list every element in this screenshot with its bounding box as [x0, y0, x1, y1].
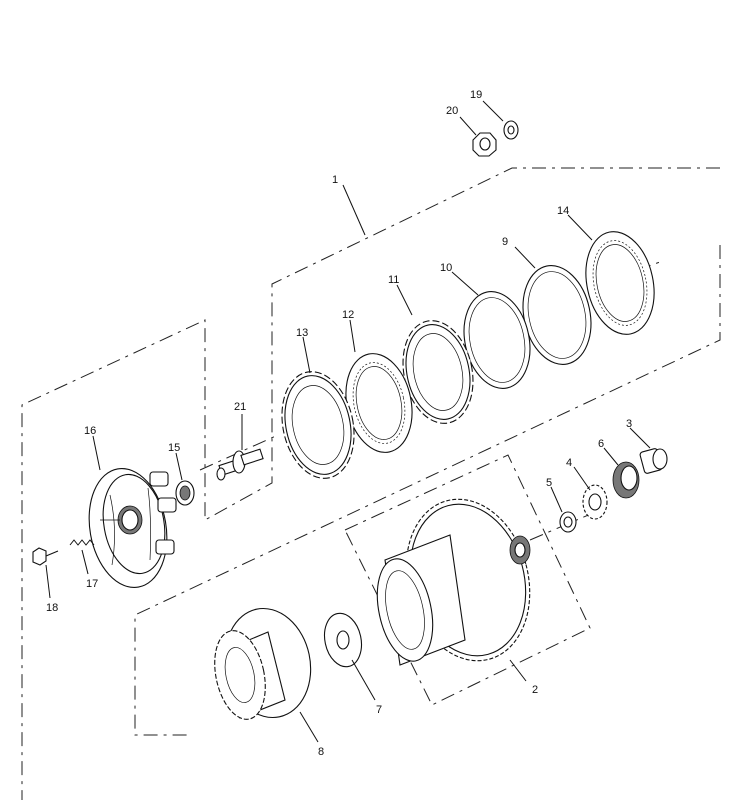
part-16-pressure-plate [88, 467, 177, 589]
part-11-friction-plate [402, 320, 474, 424]
callout-21: 21 [234, 401, 246, 413]
callout-13: 13 [296, 327, 308, 339]
callout-10: 10 [440, 262, 452, 274]
part-18-bolt [32, 547, 59, 566]
callout-9: 9 [502, 236, 508, 248]
part-9-ring [522, 265, 592, 365]
part-12-plate [345, 353, 413, 453]
callout-20: 20 [446, 105, 458, 117]
assembly-1-outline-lower [134, 245, 721, 736]
callout-16: 16 [84, 425, 96, 437]
part-8-clutch-hub [214, 607, 312, 720]
callout-19: 19 [470, 89, 482, 101]
part-7-washer [323, 612, 363, 668]
part-10-ring [463, 291, 531, 389]
callout-18: 18 [46, 602, 58, 614]
callout-8: 8 [318, 746, 324, 758]
part-14-plate [585, 231, 655, 335]
part-5-bush [559, 511, 577, 533]
part-2-clutch-basket [376, 498, 531, 666]
part-20-nut [472, 132, 497, 157]
callout-7: 7 [376, 704, 382, 716]
part-19-washer [503, 120, 519, 140]
callout-labels: 1 2 3 4 5 6 7 8 9 10 11 12 13 14 15 16 1… [46, 89, 632, 758]
callout-17: 17 [86, 578, 98, 590]
part-6-needle-bearing [612, 461, 640, 499]
part-17-spring [69, 539, 95, 546]
part-13-friction-plate [281, 371, 355, 479]
callout-15: 15 [168, 442, 180, 454]
assembly-1-outline [21, 167, 720, 800]
callout-1: 1 [332, 174, 338, 186]
callout-12: 12 [342, 309, 354, 321]
part-4-thrust-washer [582, 484, 608, 520]
callout-14: 14 [557, 205, 569, 217]
callout-2: 2 [532, 684, 538, 696]
callout-4: 4 [566, 457, 572, 469]
part-15-bearing [175, 480, 195, 506]
callout-6: 6 [598, 438, 604, 450]
leader-lines [45, 100, 651, 743]
callout-11: 11 [388, 274, 399, 286]
callout-3: 3 [626, 418, 632, 430]
callout-5: 5 [546, 477, 552, 489]
part-21-lifter [216, 448, 264, 481]
part-3-sleeve [639, 448, 668, 474]
